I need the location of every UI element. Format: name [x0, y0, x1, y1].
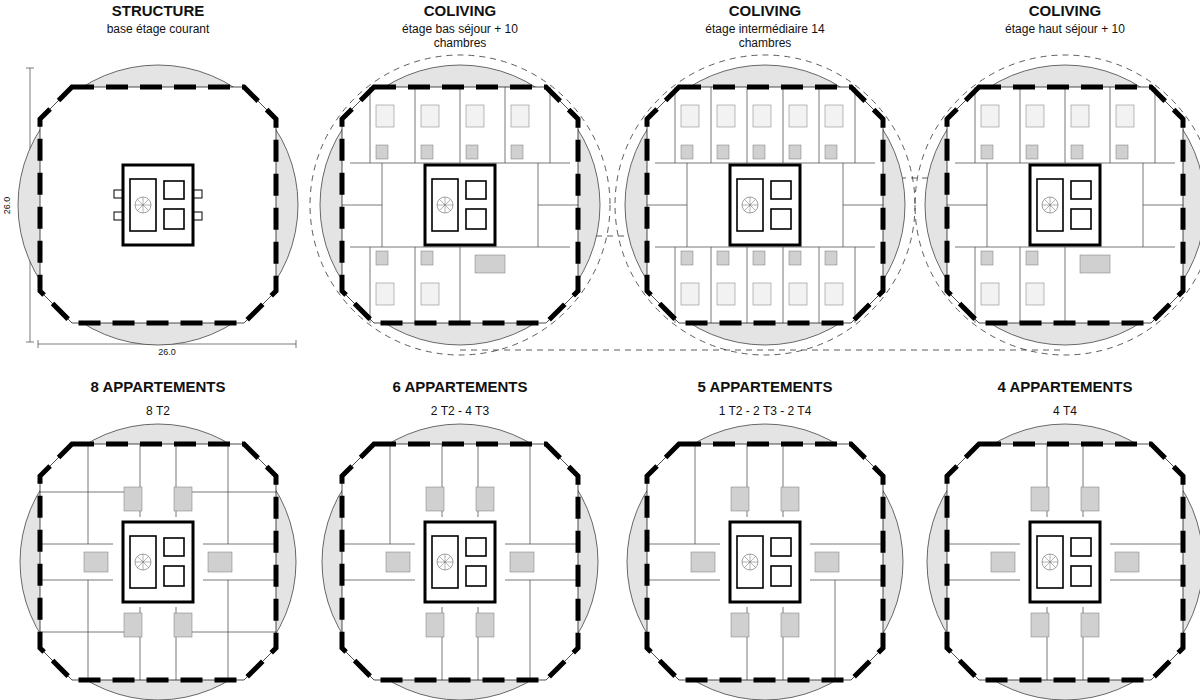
floor-plan	[20, 424, 296, 700]
plan-drawing	[8, 0, 308, 350]
plan-subtitle: 4 T4	[965, 404, 1165, 418]
plan-drawing	[310, 375, 610, 700]
plan-heading: COLIVING étage intermédiaire 14 chambres	[615, 0, 915, 50]
plan-drawing	[615, 0, 915, 350]
plan-heading: COLIVING étage bas séjour + 10 chambres	[310, 0, 610, 50]
floor-plan	[322, 424, 598, 700]
plan-heading: STRUCTURE base étage courant	[8, 0, 308, 36]
plan-subtitle: 2 T2 - 4 T3	[360, 404, 560, 418]
floor-plan-panel: 5 APPARTEMENTS 1 T2 - 2 T3 - 2 T4	[615, 375, 915, 700]
plan-subtitle: étage bas séjour + 10 chambres	[385, 22, 535, 50]
dimension-label: 26.0	[156, 347, 178, 358]
plan-heading: COLIVING étage haut séjour + 10	[915, 0, 1200, 36]
plan-drawing	[8, 375, 308, 700]
plan-title: 4 APPARTEMENTS	[915, 378, 1200, 396]
floor-plan-panel: 8 APPARTEMENTS 8 T2	[8, 375, 308, 700]
plan-title: STRUCTURE	[8, 2, 308, 20]
plan-subtitle: 1 T2 - 2 T3 - 2 T4	[665, 404, 865, 418]
plan-title: COLIVING	[915, 2, 1200, 20]
plan-drawing	[310, 0, 610, 350]
plan-heading: 5 APPARTEMENTS 1 T2 - 2 T3 - 2 T4	[615, 375, 915, 418]
plan-subtitle: étage haut séjour + 10	[990, 22, 1140, 36]
plan-heading: 6 APPARTEMENTS 2 T2 - 4 T3	[310, 375, 610, 418]
floor-plan-panel: COLIVING étage intermédiaire 14 chambres	[615, 0, 915, 350]
floor-plan	[927, 424, 1200, 700]
plan-title: COLIVING	[615, 2, 915, 20]
floor-plan-panel: COLIVING étage haut séjour + 10	[915, 0, 1200, 350]
floor-plan	[925, 65, 1200, 345]
floor-plan-panel: 6 APPARTEMENTS 2 T2 - 4 T3	[310, 375, 610, 700]
floor-plan	[18, 65, 298, 345]
plan-title: COLIVING	[310, 2, 610, 20]
plan-title: 5 APPARTEMENTS	[615, 378, 915, 396]
dimension-label: 26.0	[2, 195, 13, 217]
plan-title: 6 APPARTEMENTS	[310, 378, 610, 396]
plan-title: 8 APPARTEMENTS	[8, 378, 308, 396]
plan-drawing	[615, 375, 915, 700]
plan-subtitle: 8 T2	[58, 404, 258, 418]
floor-plan	[320, 65, 600, 345]
plan-heading: 8 APPARTEMENTS 8 T2	[8, 375, 308, 418]
floor-plan-panel: COLIVING étage bas séjour + 10 chambres	[310, 0, 610, 350]
plan-drawing	[915, 0, 1200, 350]
floor-plan	[625, 65, 905, 345]
plan-subtitle: étage intermédiaire 14 chambres	[690, 22, 840, 50]
floor-plan	[627, 424, 903, 700]
floor-plan-panel: 4 APPARTEMENTS 4 T4	[915, 375, 1200, 700]
plan-heading: 4 APPARTEMENTS 4 T4	[915, 375, 1200, 418]
floor-plan-panel: STRUCTURE base étage courant	[8, 0, 308, 350]
plan-subtitle: base étage courant	[83, 22, 233, 36]
plan-drawing	[915, 375, 1200, 700]
